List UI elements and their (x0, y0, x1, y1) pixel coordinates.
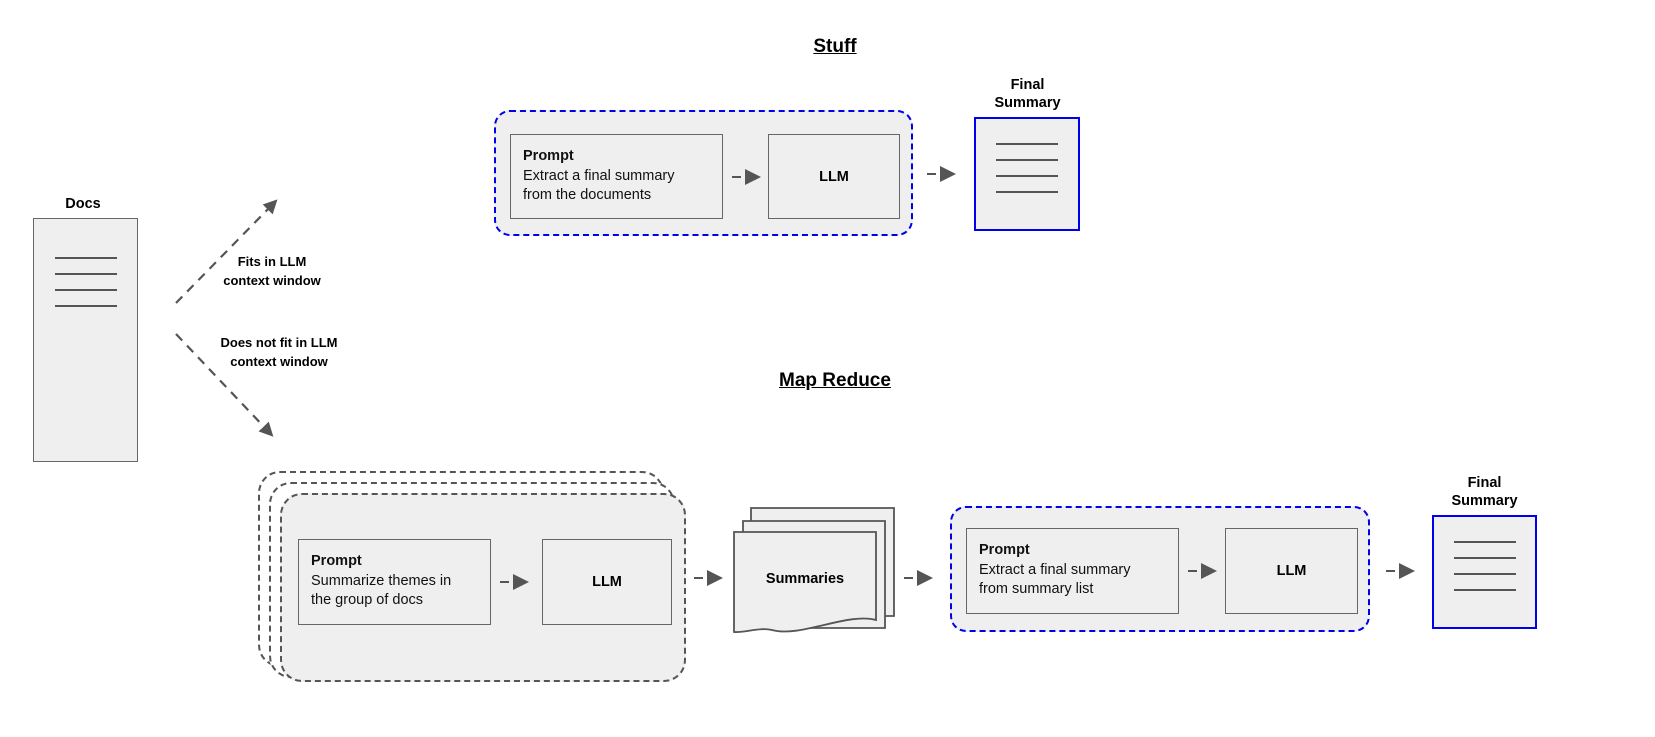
map-reduce-final-summary-caption-line2: Summary (1451, 493, 1518, 509)
stuff-final-summary-caption: Final Summary (965, 76, 1090, 112)
docs-lines (34, 257, 137, 307)
summary-line (996, 191, 1058, 193)
stuff-prompt-body-line2: from the documents (523, 187, 652, 203)
map-prompt-body-line2: the group of docs (311, 592, 424, 608)
summary-line (996, 159, 1058, 161)
map-arrow-prompt-to-llm (500, 572, 532, 592)
arrow-head (513, 574, 529, 590)
docs-box (33, 218, 138, 462)
stuff-final-summary-caption-line2: Summary (994, 95, 1061, 111)
arrow-tail (927, 173, 936, 175)
reduce-stage-group: Prompt Extract a final summary from summ… (950, 506, 1370, 632)
branch-label-fits: Fits in LLM context window (198, 252, 346, 290)
section-title-map-reduce: Map Reduce (779, 370, 891, 391)
map-prompt-heading: Prompt (311, 553, 362, 569)
branch-label-does-not-fit-line2: context window (230, 354, 328, 369)
summary-line (1453, 573, 1516, 575)
arrow-tail (732, 176, 741, 178)
summary-line (1453, 589, 1516, 591)
stuff-arrow-prompt-to-llm (732, 167, 764, 187)
branch-label-fits-line1: Fits in LLM (237, 254, 307, 269)
reduce-llm-node: LLM (1225, 528, 1358, 614)
summary-line (1453, 541, 1516, 543)
map-stage-group: Prompt Summarize themes in the group of … (280, 493, 686, 682)
arrow-tail (500, 581, 509, 583)
section-title-stuff: Stuff (813, 36, 857, 57)
arrow-head (1399, 563, 1415, 579)
reduce-arrow-prompt-to-llm (1188, 561, 1220, 581)
stuff-final-summary-caption-line1: Final (1010, 77, 1045, 93)
map-reduce-final-summary-caption: Final Summary (1422, 474, 1547, 510)
arrow-tail (904, 577, 913, 579)
stuff-arrow-llm-to-final-summary (927, 164, 959, 184)
stuff-final-summary-box (974, 117, 1080, 231)
branch-label-fits-line2: context window (223, 273, 321, 288)
arrow-head (1201, 563, 1217, 579)
map-llm-node: LLM (542, 539, 672, 625)
map-reduce-final-summary-caption-line1: Final (1467, 475, 1502, 491)
stuff-prompt-heading: Prompt (523, 148, 574, 164)
docs-caption: Docs (65, 196, 101, 212)
arrow-tail (1386, 570, 1395, 572)
branch-label-does-not-fit-line1: Does not fit in LLM (220, 335, 338, 350)
docs-line (54, 273, 117, 275)
arrow-head (940, 166, 956, 182)
stuff-prompt-body-line1: Extract a final summary (523, 167, 675, 184)
arrow-tail (694, 577, 703, 579)
reduce-prompt-body-line2: from summary list (979, 581, 1094, 597)
summary-line (1453, 557, 1516, 559)
map-prompt-node: Prompt Summarize themes in the group of … (298, 539, 491, 625)
map-prompt-body-line1: Summarize themes in (311, 572, 452, 589)
docs-line (54, 305, 117, 307)
stuff-llm-node: LLM (768, 134, 900, 219)
arrow-head (917, 570, 933, 586)
map-reduce-final-summary-box (1432, 515, 1537, 629)
reduce-prompt-body-line1: Extract a final summary (979, 561, 1131, 578)
stuff-prompt-node: Prompt Extract a final summary from the … (510, 134, 723, 219)
map-arrow-summaries-to-reduce (904, 568, 936, 588)
reduce-prompt-node: Prompt Extract a final summary from summ… (966, 528, 1179, 614)
summaries-label: Summaries (765, 571, 845, 587)
stuff-final-summary-lines (976, 143, 1078, 193)
summary-line (996, 175, 1058, 177)
stuff-pipeline-group: Prompt Extract a final summary from the … (494, 110, 913, 236)
map-reduce-final-summary-lines (1434, 541, 1535, 591)
arrow-tail (1188, 570, 1197, 572)
reduce-arrow-llm-to-final-summary (1386, 561, 1418, 581)
arrow-head (707, 570, 723, 586)
docs-line (54, 289, 117, 291)
map-arrow-stage-to-summaries (694, 568, 726, 588)
docs-line (54, 257, 117, 259)
summary-line (996, 143, 1058, 145)
arrow-head (745, 169, 761, 185)
reduce-prompt-heading: Prompt (979, 542, 1030, 558)
branch-label-does-not-fit: Does not fit in LLM context window (189, 333, 369, 371)
